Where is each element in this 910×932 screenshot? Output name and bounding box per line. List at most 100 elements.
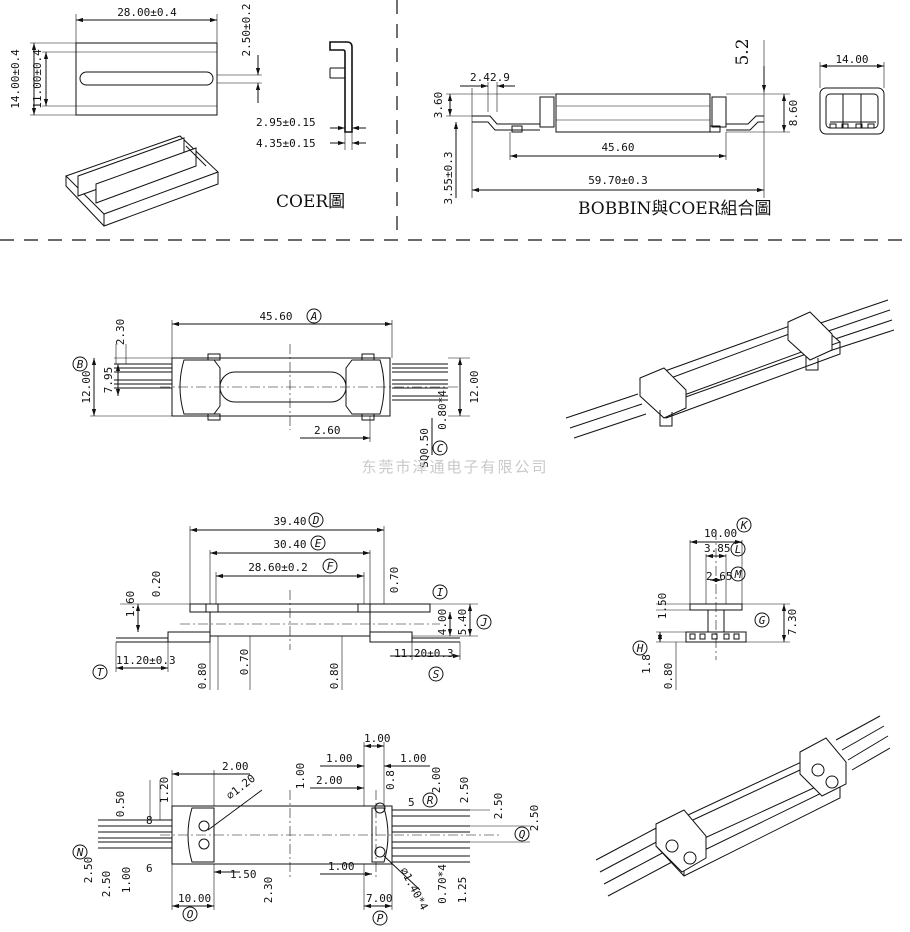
plan-b-tag: B bbox=[77, 358, 84, 371]
iso-view-bottom bbox=[595, 715, 891, 897]
coer-height-inner-label: 11.00±0.4 bbox=[31, 49, 44, 109]
bot-q-tag: Q bbox=[519, 828, 526, 841]
end-h-tag: H bbox=[636, 642, 644, 655]
bot-2-50-r1-label: 2.50 bbox=[458, 777, 471, 804]
bot-o-tag: O bbox=[187, 908, 194, 921]
plan-12-right-label: 12.00 bbox=[468, 370, 481, 403]
side-4-00-label: 4.00 bbox=[436, 609, 449, 636]
bot-1-00-t3-label: 1.00 bbox=[400, 752, 427, 765]
side-39-40-label: 39.40 bbox=[273, 515, 306, 528]
side-28-60-label: 28.60±0.2 bbox=[248, 561, 308, 574]
coer-thickness-label: 2.50±0.2 bbox=[240, 4, 253, 57]
bot-1-00-v-label: 1.00 bbox=[294, 763, 307, 790]
bottom-view: 2.00 ⌀1.20 1.20 0.50 8 6 N 2.50 2.50 1.0… bbox=[72, 732, 541, 926]
bot-0-8-label: 0.8 bbox=[384, 770, 397, 790]
end-7-30-label: 7.30 bbox=[786, 609, 799, 636]
side-11-20-left-label: 11.20±0.3 bbox=[116, 654, 176, 667]
side-0-70-b-label: 0.70 bbox=[238, 649, 251, 676]
bot-1-00-t1-label: 1.00 bbox=[364, 732, 391, 745]
bot-7-00-label: 7.00 bbox=[366, 892, 393, 905]
bot-10-00-label: 10.00 bbox=[178, 892, 211, 905]
bot-p-tag: P bbox=[377, 912, 384, 925]
bot-1-00-b-label: 1.00 bbox=[328, 860, 355, 873]
coer-slot bbox=[79, 71, 214, 86]
end-l-tag: L bbox=[735, 543, 742, 556]
end-view: 10.00 K 3.85 L 2.65 M 1.50 7.30 G 1.8 H … bbox=[632, 517, 799, 690]
plan-2-30-label: 2.30 bbox=[114, 319, 127, 346]
bot-1-50-label: 1.50 bbox=[230, 868, 257, 881]
end-1-8-label: 1.8 bbox=[640, 654, 653, 674]
coer-drawing: 28.00±0.4 14.00±0.4 11.00±0.4 2.50±0.2 2… bbox=[9, 4, 366, 227]
bot-pin6: 6 bbox=[146, 862, 153, 875]
bot-2-00-a-label: 2.00 bbox=[222, 760, 249, 773]
bot-1-00-l-label: 1.00 bbox=[120, 867, 133, 894]
side-j-tag: J bbox=[480, 616, 488, 629]
side-top-plate bbox=[189, 603, 431, 613]
side-d-tag: D bbox=[312, 514, 320, 527]
plan-a-len-label: 45.60 bbox=[259, 310, 292, 323]
asm-3-60-label: 3.60 bbox=[432, 92, 445, 119]
end-3-85-label: 3.85 bbox=[704, 542, 731, 555]
plan-7-95-label: 7.95 bbox=[102, 367, 115, 394]
section-dividers bbox=[0, 0, 910, 241]
side-i-tag: I bbox=[437, 586, 444, 599]
side-e-tag: E bbox=[315, 537, 322, 550]
coer-width-label: 28.00±0.4 bbox=[117, 6, 177, 19]
coer-side-profile bbox=[329, 41, 353, 133]
asm-59-70-label: 59.70±0.3 bbox=[588, 174, 648, 187]
bot-2-00-c-label: 2.00 bbox=[430, 767, 443, 794]
coer-caption: COER圖 bbox=[276, 192, 345, 212]
asm-14-00-label: 14.00 bbox=[835, 53, 868, 66]
coer-gap2-label: 4.35±0.15 bbox=[256, 137, 316, 150]
watermark-text: 东莞市泽通电子有限公司 bbox=[361, 458, 548, 476]
plan-2-60-label: 2.60 bbox=[314, 424, 341, 437]
asm-5-2-label: 5.2 bbox=[733, 38, 753, 65]
side-5-40-label: 5.40 bbox=[456, 609, 469, 636]
bot-2-50-r2-label: 2.50 bbox=[492, 793, 505, 820]
bot-2-30-label: 2.30 bbox=[262, 877, 275, 904]
side-view: 39.40 D 30.40 E 28.60±0.2 F 0.20 0.70 1.… bbox=[92, 512, 492, 690]
side-0-80-b-label: 0.80 bbox=[328, 663, 341, 690]
side-f-tag: F bbox=[327, 560, 334, 573]
end-10-00-label: 10.00 bbox=[704, 527, 737, 540]
assembly-body bbox=[555, 93, 711, 133]
bot-2-50-l2-label: 2.50 bbox=[100, 871, 113, 898]
coer-top-view bbox=[75, 42, 218, 116]
assembly-drawing: 2.4 2.9 3.60 3.55±0.3 8.60 45.60 59.70±0… bbox=[432, 38, 885, 219]
plan-sq-label: SQ0.50 bbox=[418, 428, 431, 468]
bot-2-50-l1-label: 2.50 bbox=[82, 857, 95, 884]
side-0-80-a-label: 0.80 bbox=[196, 663, 209, 690]
asm-3-55-label: 3.55±0.3 bbox=[442, 152, 455, 205]
bot-1-25-label: 1.25 bbox=[456, 877, 469, 904]
bot-pin8: 8 bbox=[146, 814, 153, 827]
plan-12-left-label: 12.00 bbox=[80, 370, 93, 403]
bot-1-20-label: 1.20 bbox=[158, 777, 171, 804]
side-t-tag: T bbox=[97, 666, 105, 679]
bot-2-50-r3-label: 2.50 bbox=[528, 805, 541, 832]
end-0-80-label: 0.80 bbox=[662, 663, 675, 690]
end-m-tag: M bbox=[734, 568, 742, 581]
coer-height-outer-label: 14.00±0.4 bbox=[9, 49, 22, 109]
bot-phi-1-20-label: ⌀1.20 bbox=[224, 772, 258, 803]
bot-phi-1-40-label: ⌀1.40*4 bbox=[397, 865, 430, 912]
plan-c-tag: C bbox=[437, 442, 444, 455]
asm-2-9-label: 2.9 bbox=[490, 71, 510, 84]
side-0-20-label: 0.20 bbox=[150, 571, 163, 598]
end-2-65-label: 2.65 bbox=[706, 570, 733, 583]
side-11-20-right-label: 11.20±0.3 bbox=[394, 647, 454, 660]
side-s-tag: S bbox=[433, 668, 440, 681]
end-k-tag: K bbox=[740, 519, 749, 532]
bot-0-50-label: 0.50 bbox=[114, 791, 127, 818]
bot-n-tag: N bbox=[76, 846, 84, 859]
bot-1-00-t2-label: 1.00 bbox=[326, 752, 353, 765]
end-g-tag: G bbox=[759, 614, 766, 627]
plan-a-tag: A bbox=[310, 310, 318, 323]
bot-2-00-b-label: 2.00 bbox=[316, 774, 343, 787]
plan-view: 45.60 A 2.30 12.00 B 7.95 12.00 0.80*4 2… bbox=[72, 308, 481, 468]
side-30-40-label: 30.40 bbox=[273, 538, 306, 551]
iso-view-top bbox=[565, 299, 895, 439]
bot-pin5: 5 bbox=[408, 796, 415, 809]
coer-isometric bbox=[65, 135, 219, 227]
asm-end-view bbox=[819, 87, 885, 135]
